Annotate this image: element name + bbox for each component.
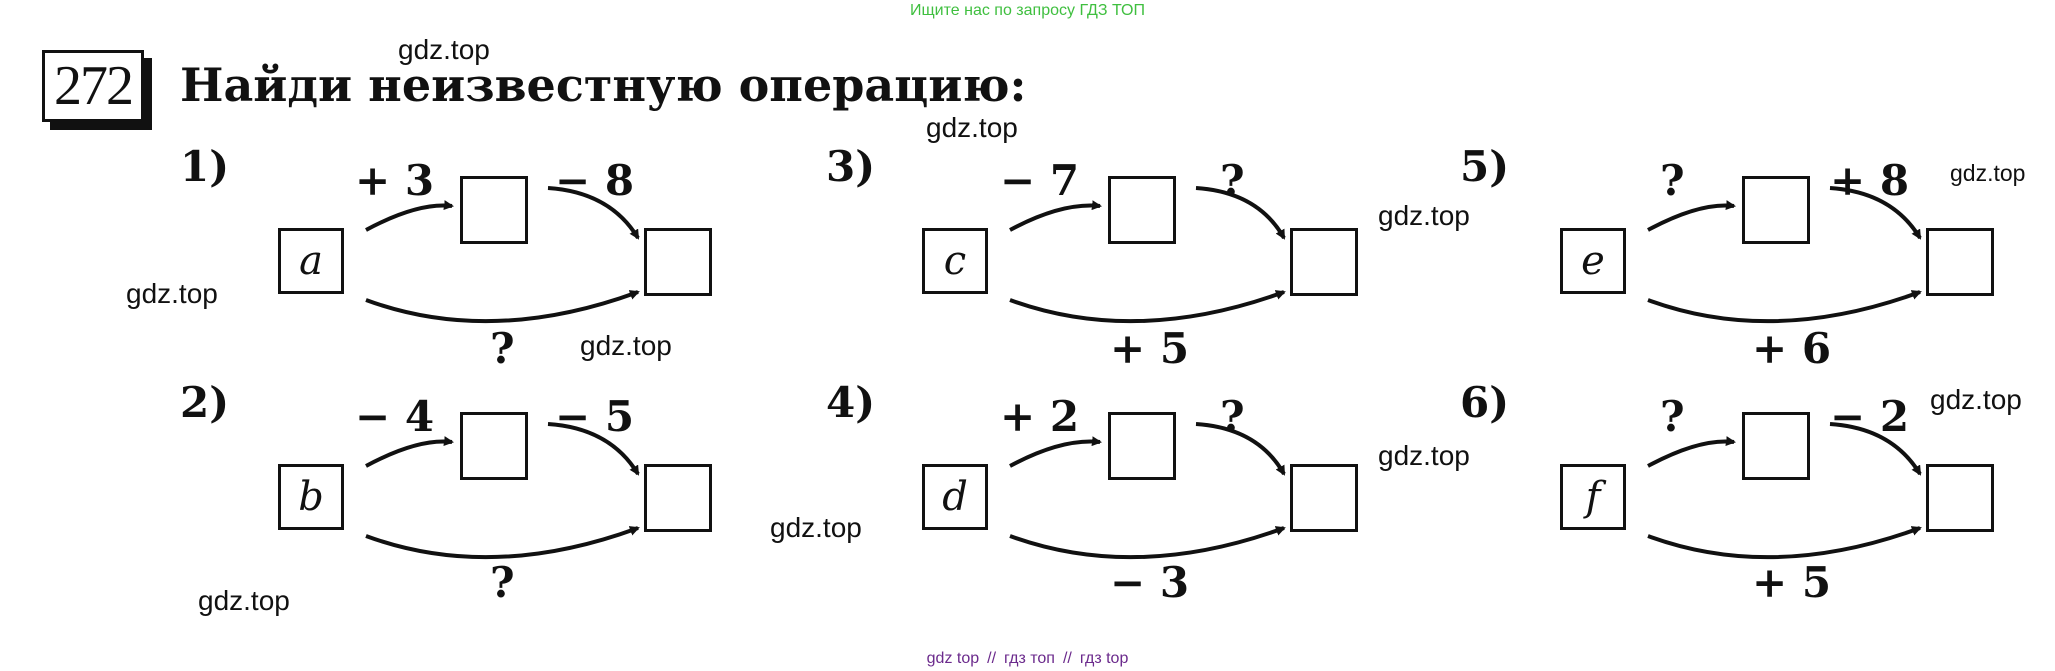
task-6-op1: ? [1660, 392, 1685, 441]
footer-link-gdz-top-mixed[interactable]: гдз top [1079, 650, 1129, 667]
task-5-result-op: + 6 [1752, 324, 1832, 373]
task-4-variable-box: d [922, 464, 988, 530]
task-4-label: 4) [826, 378, 876, 427]
task-6-result-op: + 5 [1752, 558, 1832, 607]
task-4-op1: + 2 [1000, 392, 1080, 441]
task-5-result-box [1926, 228, 1994, 296]
watermark: gdz.top [1950, 160, 2026, 186]
task-6-arrow-3 [1647, 526, 1922, 560]
watermark: gdz.top [126, 278, 218, 309]
watermark: gdz.top [1378, 200, 1470, 231]
task-1-arrow-2 [547, 186, 640, 240]
task-6-op2: − 2 [1830, 392, 1910, 441]
task-1-arrow-3 [365, 290, 640, 324]
task-6-arrow-1 [1647, 436, 1736, 468]
task-2-op1: − 4 [355, 392, 435, 441]
task-2-arrow-1 [365, 436, 454, 468]
task-5-variable-box: e [1560, 228, 1626, 294]
task-3-result-box [1290, 228, 1358, 296]
task-2-result-box [644, 464, 712, 532]
footer-links: gdz top // гдз топ // гдз top [0, 650, 2055, 668]
task-3-op2: ? [1220, 156, 1245, 205]
task-5-arrow-3 [1647, 290, 1922, 324]
footer-link-gdz-top[interactable]: gdz top [926, 650, 980, 667]
task-4-middle-box [1108, 412, 1176, 480]
task-5-middle-box [1742, 176, 1810, 244]
task-2-arrow-2 [547, 422, 640, 476]
task-1-middle-box [460, 176, 528, 244]
task-1-op1: + 3 [355, 156, 435, 205]
task-6-variable-box: f [1560, 464, 1626, 530]
task-2-variable-box: b [278, 464, 344, 530]
task-4-arrow-1 [1009, 436, 1102, 468]
task-5-label: 5) [1460, 142, 1510, 191]
task-2-label: 2) [180, 378, 230, 427]
task-1-label: 1) [180, 142, 230, 191]
task-1-variable-box: a [278, 228, 344, 294]
task-4-arrow-2 [1195, 422, 1286, 476]
watermark: gdz.top [580, 330, 672, 361]
task-5-arrow-1 [1647, 200, 1736, 232]
watermark: gdz.top [398, 34, 490, 65]
watermark: gdz.top [926, 112, 1018, 143]
task-6-label: 6) [1460, 378, 1510, 427]
task-3-middle-box [1108, 176, 1176, 244]
task-6-arrow-2 [1829, 422, 1922, 476]
task-1-op2: − 8 [555, 156, 635, 205]
task-4-op2: ? [1220, 392, 1245, 441]
task-4-result-op: − 3 [1110, 558, 1190, 607]
arrow-group [365, 186, 1922, 560]
task-3-arrow-1 [1009, 200, 1102, 232]
task-2-op2: − 5 [555, 392, 635, 441]
exercise-title: Найди неизвестную операцию: [180, 58, 1027, 112]
task-3-arrow-3 [1009, 290, 1286, 324]
watermark: gdz.top [770, 512, 862, 543]
task-5-op1: ? [1660, 156, 1685, 205]
task-3-result-op: + 5 [1110, 324, 1190, 373]
task-1-result-op: ? [490, 324, 515, 373]
top-search-link[interactable]: Ищите нас по запросу ГДЗ ТОП [910, 2, 1145, 19]
task-5-op2: + 8 [1830, 156, 1910, 205]
task-1-result-box [644, 228, 712, 296]
task-4-arrow-3 [1009, 526, 1286, 560]
task-3-arrow-2 [1195, 186, 1286, 240]
watermark: gdz.top [1378, 440, 1470, 471]
task-6-result-box [1926, 464, 1994, 532]
task-3-op1: − 7 [1000, 156, 1080, 205]
task-3-label: 3) [826, 142, 876, 191]
task-1-arrow-1 [365, 200, 454, 232]
task-2-arrow-3 [365, 526, 640, 560]
task-6-middle-box [1742, 412, 1810, 480]
footer-link-gdz-top-ru[interactable]: гдз топ [1004, 650, 1055, 667]
exercise-number: 272 [42, 50, 144, 122]
watermark: gdz.top [1930, 384, 2022, 415]
footer-separator: // [987, 650, 997, 667]
footer-separator: // [1062, 650, 1072, 667]
task-2-middle-box [460, 412, 528, 480]
task-3-variable-box: c [922, 228, 988, 294]
task-4-result-box [1290, 464, 1358, 532]
task-2-result-op: ? [490, 558, 515, 607]
watermark: gdz.top [198, 585, 290, 616]
task-5-arrow-2 [1829, 186, 1922, 240]
